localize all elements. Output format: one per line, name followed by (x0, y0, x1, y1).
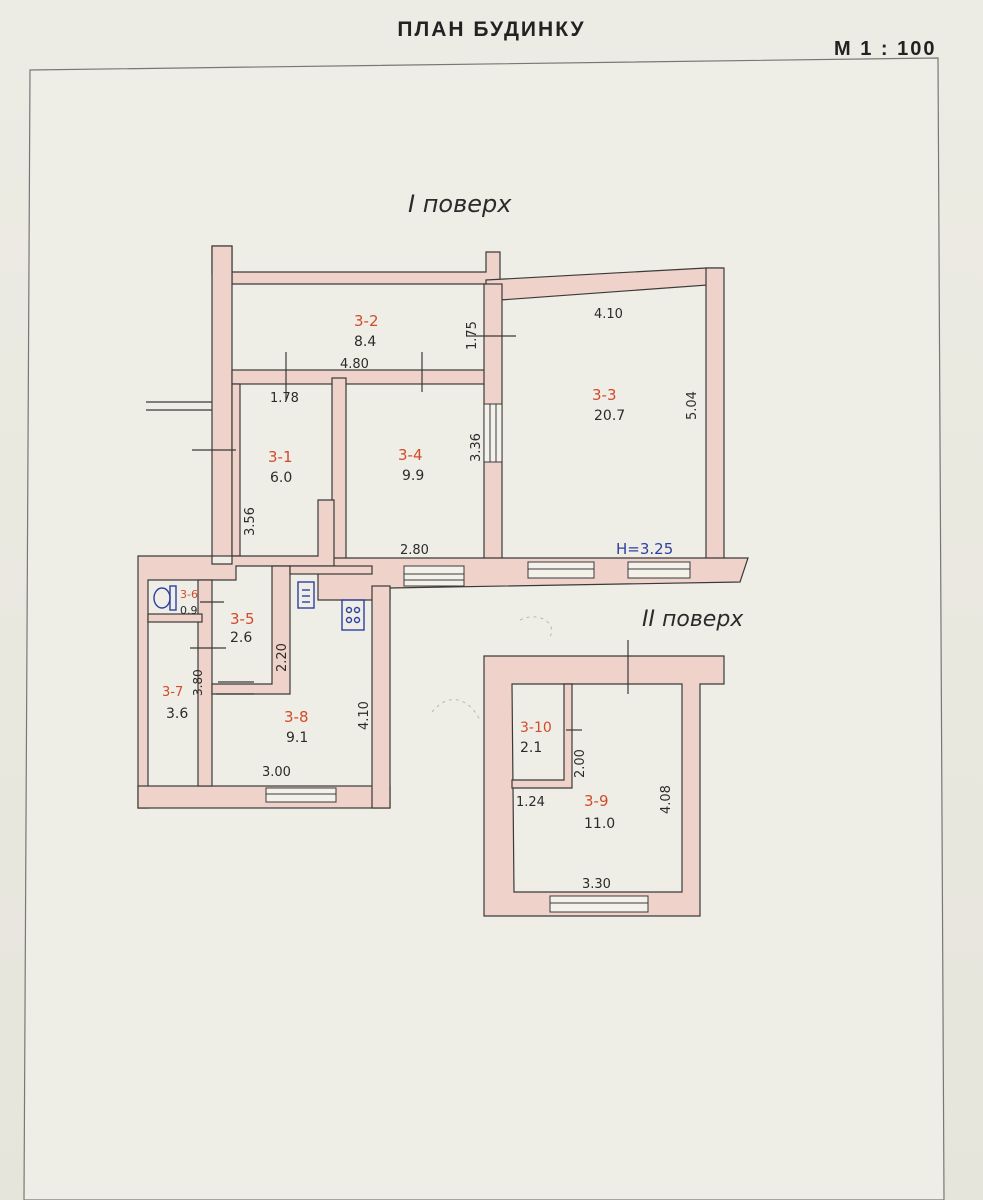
ceiling-height-note: H=3.25 (616, 540, 673, 558)
dim-1-78: 1.78 (270, 391, 299, 406)
floor-label-2: II поверх (642, 607, 744, 632)
dim-5-04: 5.04 (685, 391, 700, 420)
second-floor-rooms (511, 683, 683, 893)
dim-4-10-side: 4.10 (357, 701, 372, 730)
dim-2-00: 2.00 (573, 749, 588, 778)
room-area-3-4: 9.9 (402, 468, 424, 484)
first-floor-walls (137, 245, 749, 809)
room-area-3-8: 9.1 (286, 730, 308, 746)
dim-3-00: 3.00 (262, 765, 291, 780)
room-area-3-6: 0.9 (180, 604, 198, 617)
room-code-3-2: 3-2 (354, 312, 379, 330)
page-title: ПЛАН БУДИНКУ (397, 18, 586, 41)
second-floor-door-marks (566, 640, 629, 731)
room-code-3-10: 3-10 (520, 720, 552, 736)
room-code-3-3: 3-3 (592, 386, 617, 404)
room-code-3-4: 3-4 (398, 446, 423, 464)
dim-2-80: 2.80 (400, 543, 429, 558)
scale-label: М 1 : 100 (834, 38, 937, 60)
dim-1-75: 1.75 (465, 321, 480, 350)
room-code-3-1: 3-1 (268, 448, 293, 466)
stove-icon (341, 599, 365, 631)
dim-3-80: 3.80 (191, 669, 205, 696)
sink-icon (297, 581, 315, 609)
room-area-3-9: 11.0 (584, 816, 615, 832)
room-area-3-2: 8.4 (354, 334, 376, 350)
drawing-frame (23, 57, 945, 1200)
room-area-3-10: 2.1 (520, 740, 542, 756)
room-code-3-8: 3-8 (284, 708, 309, 726)
room-area-3-3: 20.7 (594, 408, 625, 424)
room-code-3-7: 3-7 (162, 685, 183, 700)
room-code-3-5: 3-5 (230, 610, 255, 628)
room-area-3-7: 3.6 (166, 706, 188, 722)
door-marks (146, 335, 516, 695)
dim-1-24: 1.24 (516, 795, 545, 810)
floor-label-1: I поверх (408, 190, 512, 218)
first-floor-windows (265, 403, 691, 803)
dim-2-20: 2.20 (275, 643, 290, 672)
dim-3-36: 3.36 (469, 433, 484, 462)
dim-4-08: 4.08 (659, 785, 674, 814)
room-area-3-1: 6.0 (270, 470, 292, 486)
room-code-3-6: 3-6 (180, 588, 198, 601)
pencil-smudge (431, 616, 553, 721)
second-floor-window (549, 895, 649, 913)
room-code-3-9: 3-9 (584, 792, 609, 810)
dim-3-30: 3.30 (582, 877, 611, 892)
dim-4-10-top: 4.10 (594, 307, 623, 322)
dim-3-56: 3.56 (243, 507, 258, 536)
toilet-icon (153, 585, 177, 611)
dim-4-80: 4.80 (340, 357, 369, 372)
room-area-3-5: 2.6 (230, 630, 252, 646)
